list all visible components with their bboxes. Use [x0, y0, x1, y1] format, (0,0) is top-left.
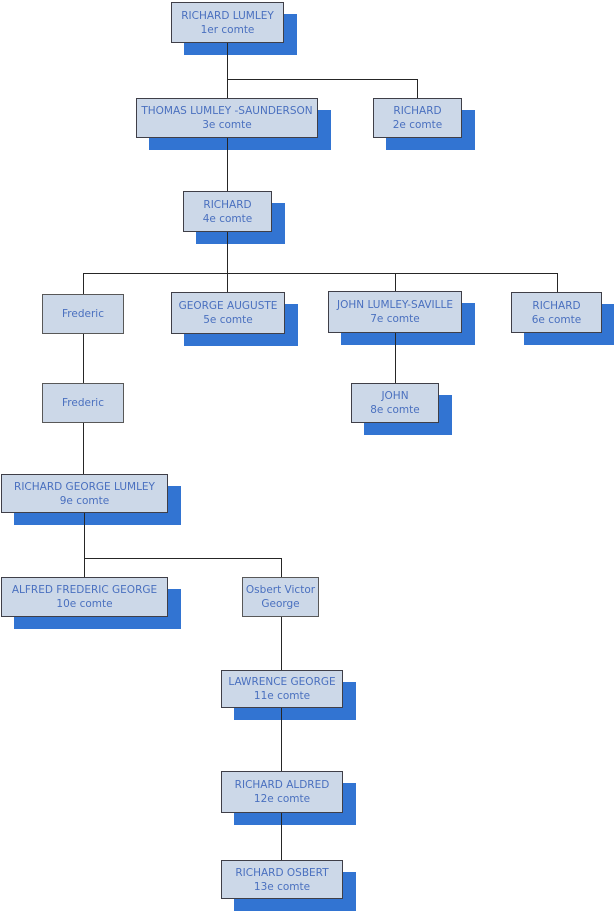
- node-title: 8e comte: [370, 404, 420, 416]
- node-title: 5e comte: [203, 314, 253, 326]
- connector-line: [83, 273, 558, 274]
- node-title: 9e comte: [59, 494, 110, 507]
- node-title: 10e comte: [56, 598, 113, 610]
- connector-line: [557, 273, 558, 292]
- node-name: RICHARD: [393, 105, 442, 117]
- node-title: 2e comte: [392, 119, 443, 131]
- node-title: 13e comte: [253, 880, 311, 893]
- node-name: JOHN: [381, 390, 409, 402]
- node-name: RICHARD: [532, 299, 581, 312]
- node-richard-george-lumley-9e: RICHARD GEORGE LUMLEY 9e comte: [1, 474, 168, 513]
- connector-line: [281, 558, 282, 577]
- connector-line: [281, 617, 282, 670]
- connector-line: [83, 273, 84, 294]
- node-richard-aldred-12e: RICHARD ALDRED 12e comte: [221, 771, 343, 813]
- node-name: RICHARD ALDRED: [234, 779, 330, 791]
- node-title: 1er comte: [200, 23, 255, 36]
- connector-line: [281, 708, 282, 771]
- node-name: Frederic: [62, 308, 104, 320]
- node-name: GEORGE AUGUSTE: [178, 300, 278, 312]
- node-frederic-b: Frederic: [42, 383, 124, 423]
- node-richard-lumley-1er: RICHARD LUMLEY 1er comte: [171, 2, 284, 43]
- node-osbert-victor-george: Osbert Victor George: [242, 577, 319, 617]
- connector-line: [227, 232, 228, 273]
- node-richard-6e: RICHARD 6e comte: [511, 292, 602, 333]
- node-thomas-lumley-saunderson-3e: THOMAS LUMLEY -SAUNDERSON 3e comte: [136, 98, 318, 138]
- connector-line: [227, 79, 228, 98]
- node-name: Frederic: [62, 397, 104, 409]
- node-title: 4e comte: [202, 212, 253, 225]
- node-title: 11e comte: [253, 690, 311, 702]
- connector-line: [417, 79, 418, 98]
- connector-line: [84, 513, 85, 558]
- node-richard-osbert-13e: RICHARD OSBERT 13e comte: [221, 860, 343, 899]
- node-title: 7e comte: [370, 313, 420, 325]
- connector-line: [281, 813, 282, 860]
- node-name: JOHN LUMLEY-SAVILLE: [337, 299, 453, 311]
- node-frederic-a: Frederic: [42, 294, 124, 334]
- node-john-8e: JOHN 8e comte: [351, 383, 439, 423]
- node-name: THOMAS LUMLEY -SAUNDERSON: [141, 105, 313, 117]
- connector-line: [395, 273, 396, 291]
- node-alfred-frederic-george-10e: ALFRED FREDERIC GEORGE 10e comte: [1, 577, 168, 617]
- connector-line: [84, 558, 282, 559]
- connector-line: [395, 333, 396, 383]
- node-title: 3e comte: [202, 119, 252, 131]
- node-richard-2e: RICHARD 2e comte: [373, 98, 462, 138]
- node-john-lumley-saville-7e: JOHN LUMLEY-SAVILLE 7e comte: [328, 291, 462, 333]
- connector-line: [83, 334, 84, 383]
- connector-line: [84, 558, 85, 577]
- node-name: RICHARD OSBERT: [235, 866, 329, 879]
- node-name: Osbert Victor George: [245, 584, 316, 610]
- node-name: RICHARD LUMLEY: [181, 9, 274, 22]
- node-title: 12e comte: [253, 793, 311, 805]
- node-richard-4e: RICHARD 4e comte: [183, 191, 272, 232]
- node-name: ALFRED FREDERIC GEORGE: [11, 584, 158, 596]
- node-name: RICHARD: [203, 198, 252, 211]
- connector-line: [227, 79, 418, 80]
- node-name: RICHARD GEORGE LUMLEY: [14, 480, 155, 493]
- node-title: 6e comte: [531, 313, 582, 326]
- node-name: LAWRENCE GEORGE: [228, 676, 336, 688]
- connector-line: [227, 43, 228, 80]
- connector-line: [227, 273, 228, 292]
- connector-line: [83, 423, 84, 474]
- node-lawrence-george-11e: LAWRENCE GEORGE 11e comte: [221, 670, 343, 708]
- node-george-auguste-5e: GEORGE AUGUSTE 5e comte: [171, 292, 285, 334]
- connector-line: [227, 138, 228, 191]
